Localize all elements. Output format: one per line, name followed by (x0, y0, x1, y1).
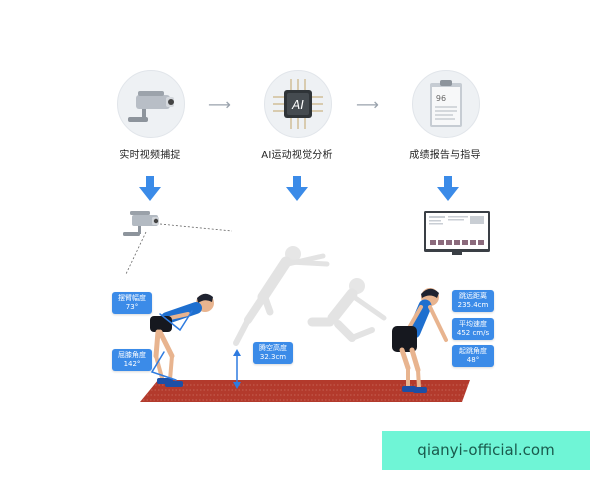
report-circle: 96 (412, 70, 480, 138)
watermark: qianyi-official.com (382, 431, 590, 470)
chip-text: AI (291, 98, 304, 112)
camera-icon (128, 91, 174, 122)
step-label-analysis: AI运动视觉分析 (261, 150, 333, 161)
metric-value: 452 cm/s (456, 329, 490, 337)
metric-value: 73° (125, 303, 139, 311)
ai-chip-icon: AI (273, 79, 323, 129)
metric-value: 48° (466, 356, 480, 364)
metric-value: 142° (123, 360, 141, 368)
metric-tag-arm-swing: 摆臂幅度 73° (112, 292, 152, 314)
ghost-jumper-1 (233, 246, 330, 346)
flow-arrow-1: ⟶ (208, 95, 231, 114)
flow-arrow-2: ⟶ (356, 95, 379, 114)
report-icon: 96 (430, 80, 462, 127)
metric-name: 起跳角度 (459, 347, 487, 355)
down-arrow-3 (437, 176, 459, 201)
athlete-crouch (150, 293, 214, 387)
metric-tag-takeoff-angle: 起跳角度 48° (452, 345, 494, 367)
metric-name: 摆臂幅度 (118, 294, 146, 302)
athlete-landing (392, 288, 448, 393)
metric-name: 跳远距离 (459, 292, 487, 300)
metric-tag-air-height: 腾空高度 32.3cm (253, 342, 293, 364)
metric-tag-knee-angle: 屈膝角度 142° (112, 349, 152, 371)
metric-value: 235.4cm (457, 301, 489, 309)
metric-value: 32.3cm (259, 353, 287, 361)
step-label-report: 成绩报告与指导 (409, 150, 481, 161)
running-track (140, 380, 470, 402)
ai-chip-circle: AI (264, 70, 332, 138)
scene-camera-icon (123, 211, 159, 236)
metric-tag-distance: 跳远距离 235.4cm (452, 290, 494, 312)
height-arrow (233, 349, 241, 389)
metric-name: 平均速度 (459, 320, 487, 328)
camera-circle (117, 70, 185, 138)
metric-name: 腾空高度 (259, 344, 287, 352)
ghost-jumper-2 (307, 278, 387, 342)
down-arrow-1 (139, 176, 161, 201)
camera-view-lines (125, 223, 233, 275)
metric-tag-speed: 平均速度 452 cm/s (452, 318, 494, 340)
step-label-capture: 实时视频捕捉 (119, 150, 181, 161)
metric-name: 屈膝角度 (118, 351, 146, 359)
report-score: 96 (436, 94, 446, 103)
report-monitor-icon (424, 211, 490, 255)
down-arrow-2 (286, 176, 308, 201)
